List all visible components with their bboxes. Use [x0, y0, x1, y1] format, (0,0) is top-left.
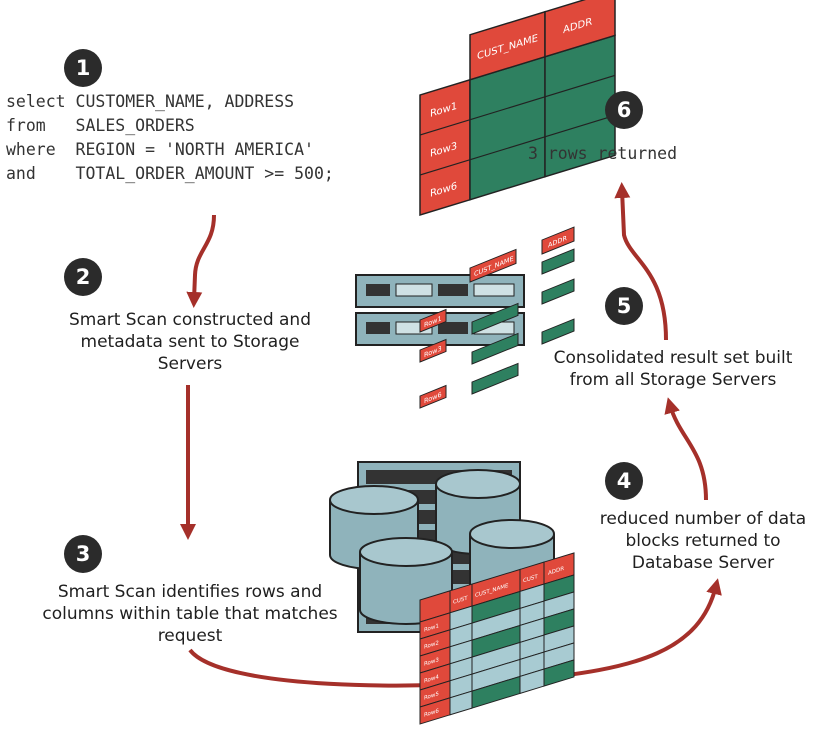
- step-3-text: Smart Scan identifies rows and columns w…: [18, 581, 362, 647]
- step-2-line-2: metadata sent to Storage: [80, 332, 300, 352]
- sql-line-2: from SALES_ORDERS: [6, 116, 195, 135]
- step-2-line-1: Smart Scan constructed and: [68, 310, 312, 330]
- storage-table: CUST CUST_NAME CUST ADDR Row1 Row2: [419, 552, 575, 725]
- step-4-badge: 4: [605, 462, 643, 500]
- storage-row-2-label: Row2: [424, 640, 439, 650]
- step-5-line-1: Consolidated result set built: [553, 348, 793, 368]
- storage-row-6-label: Row6: [424, 708, 439, 719]
- step-5-text: Consolidated result set built from all S…: [528, 347, 818, 391]
- storage-col-addr: ADDR: [548, 566, 564, 577]
- database-servers: [355, 274, 525, 346]
- step-3-badge: 3: [64, 535, 102, 573]
- storage-row-4-label: Row4: [424, 674, 439, 685]
- sql-query: select CUSTOMER_NAME, ADDRESS from SALES…: [6, 90, 334, 186]
- step-2-line-3: Servers: [157, 354, 223, 374]
- fragment-addr-header: ADDR: [541, 226, 575, 255]
- server-unit-1: [355, 274, 525, 308]
- fragment-row6: Row6: [419, 384, 447, 409]
- storage-row-3: Row3: [419, 608, 575, 674]
- storage-row-5-label: Row5: [424, 691, 439, 702]
- fragment-green-3: [541, 318, 575, 345]
- step-6-badge: 6: [605, 91, 643, 129]
- fragment-green-5: [471, 332, 519, 365]
- step-4-line-3: Database Server: [631, 553, 775, 573]
- storage-row-6: Row6: [419, 659, 575, 725]
- step-5-badge: 5: [605, 287, 643, 325]
- arrow-sql-to-step2: [186, 214, 216, 308]
- step-2-badge: 2: [64, 258, 102, 296]
- step-3-line-1: Smart Scan identifies rows and: [57, 582, 323, 602]
- step-3-line-3: request: [157, 626, 223, 646]
- storage-row-3-label: Row3: [424, 657, 439, 668]
- step-4-text: reduced number of data blocks returned t…: [584, 508, 822, 574]
- step-4-line-1: reduced number of data: [599, 509, 807, 529]
- sql-line-3: where REGION = 'NORTH AMERICA': [6, 140, 314, 159]
- arrow-step5-to-step6: [614, 182, 668, 341]
- fragment-green-6: [471, 362, 519, 395]
- step-5-line-2: from all Storage Servers: [569, 370, 777, 390]
- result-table: CUST_NAME ADDR Row1 Row3 Row6: [419, 0, 616, 216]
- fragment-green-1: [541, 248, 575, 275]
- storage-row-1: Row1: [419, 574, 575, 640]
- storage-row-4: Row4: [419, 625, 575, 691]
- fragment-green-4: [471, 302, 519, 335]
- storage-col-cust-2: CUST: [523, 574, 538, 585]
- sql-line-4: and TOTAL_ORDER_AMOUNT >= 500;: [6, 164, 334, 183]
- storage-row-1-label: Row1: [424, 623, 439, 634]
- step-1-badge: 1: [64, 49, 102, 87]
- arrow-step4-to-step5: [664, 397, 708, 501]
- step-2-text: Smart Scan constructed and metadata sent…: [40, 309, 340, 375]
- storage-col-cust-1: CUST: [453, 595, 468, 606]
- rows-returned-text: 3 rows returned: [528, 144, 678, 163]
- fragment-green-2: [541, 278, 575, 305]
- sql-line-1: select CUSTOMER_NAME, ADDRESS: [6, 92, 295, 111]
- step-3-line-2: columns within table that matches: [42, 604, 338, 624]
- step-4-line-2: blocks returned to: [625, 531, 781, 551]
- storage-row-2: Row2: [419, 591, 575, 657]
